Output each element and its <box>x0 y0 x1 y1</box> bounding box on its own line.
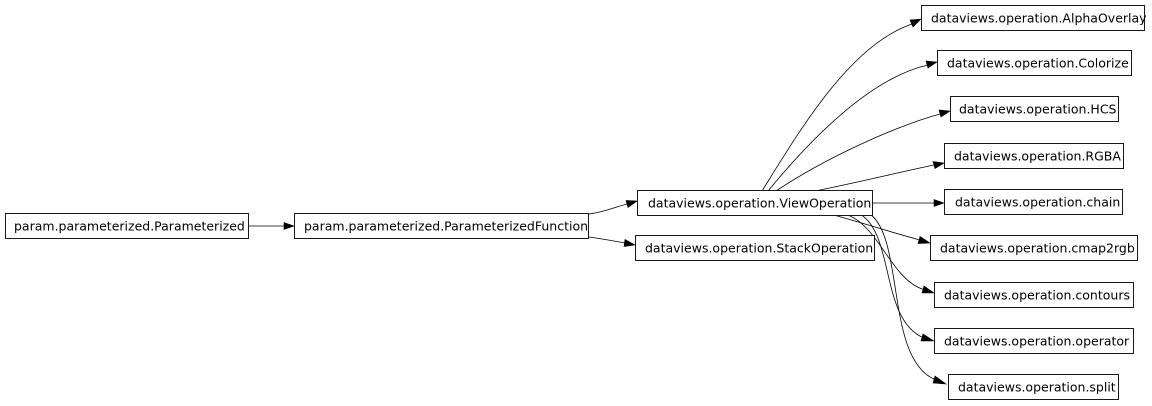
node-box <box>950 96 1119 122</box>
edge-viewoperation-to-colorize <box>767 64 929 192</box>
node-box <box>294 213 589 239</box>
node-operator[interactable]: dataviews.operation.operator <box>934 328 1134 354</box>
edge-viewoperation-to-alphaoverlay <box>761 23 913 192</box>
arrowhead <box>933 199 945 207</box>
arrowhead <box>932 161 945 169</box>
node-label: dataviews.operation.Colorize <box>947 56 1129 71</box>
node-label: param.parameterized.ParameterizedFunctio… <box>304 219 588 234</box>
node-split[interactable]: dataviews.operation.split <box>948 374 1119 400</box>
node-parameterized-function[interactable]: param.parameterized.ParameterizedFunctio… <box>294 213 589 239</box>
node-label: dataviews.operation.cmap2rgb <box>940 241 1135 256</box>
node-box <box>637 190 873 216</box>
node-label: dataviews.operation.split <box>958 380 1116 395</box>
node-box <box>944 143 1124 169</box>
node-box <box>5 213 249 239</box>
node-label: dataviews.operation.operator <box>944 334 1130 349</box>
node-box <box>948 374 1119 400</box>
arrowhead <box>283 222 295 230</box>
edge-viewoperation-to-operator <box>859 213 925 339</box>
node-rgba[interactable]: dataviews.operation.RGBA <box>944 143 1124 169</box>
edge-parameterizedfunction-to-stackoperation <box>588 236 626 244</box>
node-chain[interactable]: dataviews.operation.chain <box>944 189 1123 215</box>
arrowhead <box>921 285 935 294</box>
node-hcs[interactable]: dataviews.operation.HCS <box>950 96 1119 122</box>
node-label: dataviews.operation.contours <box>944 288 1130 303</box>
node-label: dataviews.operation.ViewOperation <box>648 196 871 211</box>
node-box <box>944 189 1123 215</box>
node-parameterized[interactable]: param.parameterized.Parameterized <box>5 213 249 239</box>
edge-viewoperation-to-cmap2rgb <box>829 213 921 241</box>
edge-viewoperation-to-contours <box>844 213 926 291</box>
edge-viewoperation-to-hcs <box>775 113 941 192</box>
arrowhead <box>623 239 636 247</box>
node-label: dataviews.operation.RGBA <box>954 149 1121 164</box>
node-label: param.parameterized.Parameterized <box>14 219 245 234</box>
node-box <box>934 282 1134 308</box>
node-box <box>635 235 875 261</box>
arrowhead <box>625 200 638 208</box>
node-label: dataviews.operation.HCS <box>959 102 1117 117</box>
node-box <box>937 50 1132 76</box>
arrowhead <box>938 109 951 118</box>
arrowhead <box>920 333 936 342</box>
node-cmap2rgb[interactable]: dataviews.operation.cmap2rgb <box>930 235 1138 261</box>
node-stack-operation[interactable]: dataviews.operation.StackOperation <box>635 235 875 261</box>
node-contours[interactable]: dataviews.operation.contours <box>934 282 1134 308</box>
node-colorize[interactable]: dataviews.operation.Colorize <box>937 50 1132 76</box>
node-label: dataviews.operation.StackOperation <box>645 241 873 256</box>
node-box <box>930 235 1138 261</box>
node-alpha-overlay[interactable]: dataviews.operation.AlphaOverlay <box>921 5 1148 31</box>
edge-viewoperation-to-split <box>869 213 937 381</box>
edge-parameterizedfunction-to-viewoperation <box>588 203 628 215</box>
arrowhead <box>917 236 931 244</box>
node-label: dataviews.operation.AlphaOverlay <box>931 11 1147 26</box>
node-view-operation[interactable]: dataviews.operation.ViewOperation <box>637 190 873 216</box>
nodes: param.parameterized.Parameterized param.… <box>5 5 1148 400</box>
node-label: dataviews.operation.chain <box>955 195 1120 210</box>
node-box <box>921 5 1145 31</box>
arrowhead <box>909 18 922 28</box>
edge-viewoperation-to-rgba <box>814 164 935 192</box>
arrowhead <box>932 375 948 385</box>
node-box <box>934 328 1134 354</box>
arrowhead <box>925 60 938 69</box>
edges <box>249 18 951 385</box>
